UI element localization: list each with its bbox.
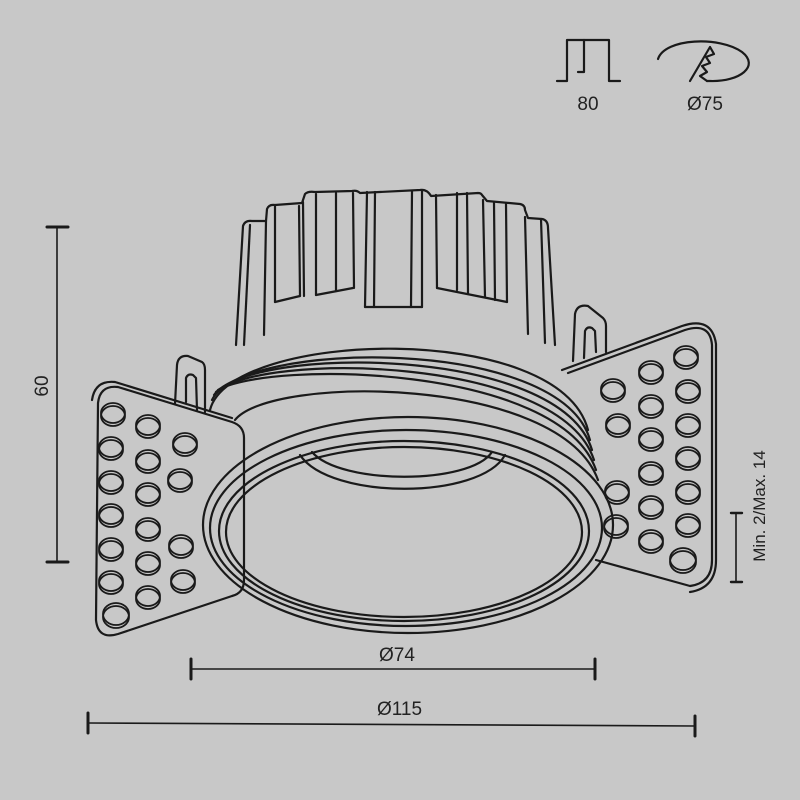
left-spring-clip [173, 354, 207, 414]
right-bracket-plate [560, 322, 718, 594]
inner-diameter-label: Ø74 [379, 645, 415, 666]
left-plate-studs [98, 402, 198, 629]
outer-diameter-label: Ø115 [377, 699, 423, 720]
ceiling-thickness-dimension-line [729, 511, 744, 584]
right-plate-studs [600, 345, 701, 574]
ceiling-thickness-label: Min. 2/Max. 14 [750, 450, 769, 562]
downlight-product [90, 188, 718, 637]
height-dimension-line [45, 225, 70, 564]
outer-diameter-dimension-line [86, 711, 697, 738]
inner-reflector [298, 450, 507, 490]
cutout-diameter-icon [656, 40, 750, 83]
trim-ring [201, 415, 615, 635]
inner-diameter-dimension-line [189, 657, 597, 681]
left-bracket-plate [90, 380, 246, 637]
recess-depth-icon [555, 38, 622, 83]
threaded-collar [208, 347, 600, 482]
right-spring-clip [571, 304, 608, 363]
recess-depth-value: 80 [577, 94, 599, 115]
heatsink [234, 188, 557, 347]
height-dimension-label: 60 [32, 375, 53, 397]
cutout-diameter-value: Ø75 [687, 94, 723, 115]
